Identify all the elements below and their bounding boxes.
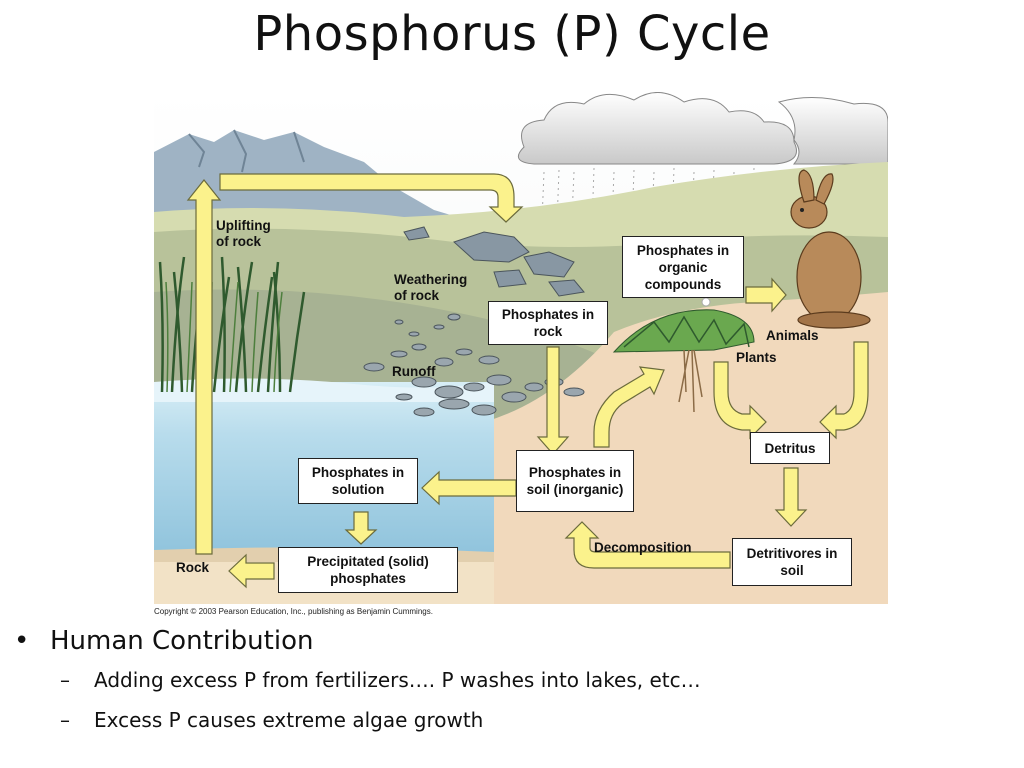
phosphorus-cycle-diagram: Uplifting of rock Weathering of rock Run… (154, 92, 888, 604)
bullet-sub-item: – Adding excess P from fertilizers…. P w… (14, 660, 1004, 700)
box-detritus: Detritus (750, 432, 830, 464)
label-uplifting: Uplifting of rock (216, 218, 271, 250)
bullet-sub-text: Excess P causes extreme algae growth (94, 708, 484, 732)
cycle-arrows (186, 173, 869, 589)
label-runoff: Runoff (392, 364, 436, 379)
label-uplifting-line-1: Uplifting (216, 218, 271, 233)
bullet-dot-icon: • (14, 626, 30, 656)
label-weathering-line-2: of rock (394, 288, 440, 303)
pebbles (363, 313, 585, 417)
copyright-notice: Copyright © 2003 Pearson Education, Inc.… (154, 607, 433, 616)
label-decomposition: Decomposition (594, 540, 692, 555)
rain-cloud (517, 92, 797, 165)
box-precipitated-phosphates: Precipitated (solid) phosphates (278, 547, 458, 593)
label-weathering-line-1: Weathering (394, 272, 468, 287)
bullet-list: • Human Contribution – Adding excess P f… (14, 622, 1004, 740)
bullet-main: • Human Contribution (14, 622, 1004, 660)
bullet-sub-item: – Excess P causes extreme algae growth (14, 700, 1004, 740)
diagram-illustration (154, 92, 888, 604)
weathered-rock (403, 226, 585, 297)
bullet-sub-text: Adding excess P from fertilizers…. P was… (94, 668, 701, 692)
dash-icon: – (60, 668, 70, 692)
label-uplifting-line-2: of rock (216, 234, 262, 249)
dandelion-plant (612, 297, 755, 413)
label-weathering: Weathering of rock (394, 272, 467, 304)
box-phosphates-in-rock: Phosphates in rock (488, 301, 608, 345)
label-animals: Animals (766, 328, 819, 343)
label-plants: Plants (736, 350, 777, 365)
box-phosphates-in-solution: Phosphates in solution (298, 458, 418, 504)
box-phosphates-in-soil: Phosphates in soil (inorganic) (516, 450, 634, 512)
bullet-main-text: Human Contribution (50, 626, 314, 656)
slide-title: Phosphorus (P) Cycle (253, 6, 771, 62)
label-rock: Rock (176, 560, 210, 575)
box-phosphates-organic-compounds: Phosphates in organic compounds (622, 236, 744, 298)
rabbit (790, 169, 871, 329)
box-detritivores-in-soil: Detritivores in soil (732, 538, 852, 586)
dash-icon: – (60, 708, 70, 732)
